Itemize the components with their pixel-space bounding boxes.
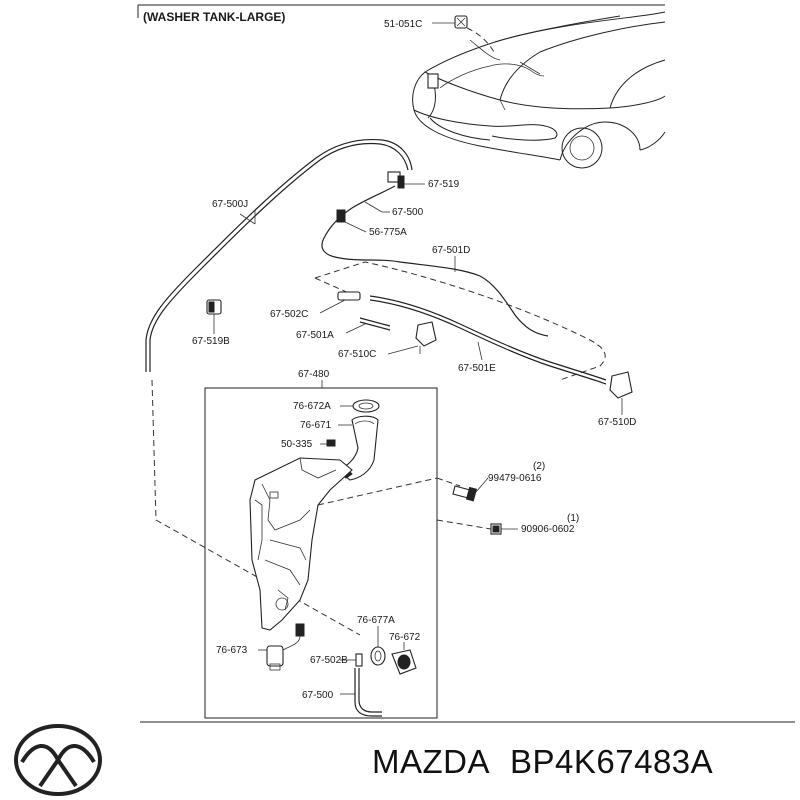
label-67-519: 67-519 bbox=[428, 179, 460, 190]
clip-67-519b bbox=[206, 299, 222, 334]
label-67-500j: 67-500J bbox=[212, 199, 248, 210]
ring-76-672a bbox=[352, 399, 380, 413]
nozzle-67-510c bbox=[387, 321, 437, 355]
nozzle-67-510d bbox=[609, 371, 633, 415]
label-76-673: 76-673 bbox=[216, 645, 248, 656]
label-67-501a: 67-501A bbox=[296, 330, 334, 341]
bolt-99479-0616 bbox=[452, 477, 489, 502]
label-67-501d: 67-501D bbox=[432, 245, 470, 256]
hood-dashed-outline bbox=[314, 261, 606, 381]
joint-67-519 bbox=[387, 171, 425, 189]
label-67-501e: 67-501E bbox=[458, 363, 496, 374]
pump-76-673 bbox=[258, 623, 305, 671]
nozzle-67-502c bbox=[337, 291, 361, 301]
part-number: BP4K67483A bbox=[510, 743, 713, 780]
label-51-051c: 51-051C bbox=[384, 19, 422, 30]
label-67-519b: 67-519B bbox=[192, 336, 230, 347]
label-76-671: 76-671 bbox=[300, 420, 332, 431]
label-67-502c: 67-502C bbox=[270, 309, 308, 320]
label-76-672: 76-672 bbox=[389, 632, 421, 643]
tank-box bbox=[204, 387, 438, 719]
hose-67-500-top bbox=[321, 185, 549, 337]
washer-tank-body bbox=[249, 457, 353, 631]
qty-90906-0602: (1) bbox=[567, 513, 579, 524]
label-99479-0616: 99479-0616 bbox=[488, 473, 542, 484]
cap-51-051c bbox=[432, 15, 495, 53]
label-67-510d: 67-510D bbox=[598, 417, 636, 428]
hose-67-501e bbox=[369, 295, 607, 381]
label-76-672a: 76-672A bbox=[293, 401, 331, 412]
label-67-500-bottom: 67-500 bbox=[302, 690, 334, 701]
joint-67-502b bbox=[355, 653, 363, 667]
hose-67-500j bbox=[149, 142, 409, 372]
clip-50-335 bbox=[326, 439, 336, 447]
clip-56-775a bbox=[336, 209, 367, 233]
label-90906-0602: 90906-0602 bbox=[521, 524, 575, 535]
label-67-480: 67-480 bbox=[298, 369, 330, 380]
car-illustration bbox=[412, 11, 666, 169]
qty-99479-0616: (2) bbox=[533, 461, 545, 472]
seal-76-672 bbox=[391, 642, 417, 675]
label-67-500-top: 67-500 bbox=[392, 207, 424, 218]
mazda-logo-icon bbox=[14, 724, 102, 796]
hose-67-500-bottom bbox=[358, 668, 382, 713]
diagram-title: (WASHER TANK-LARGE) bbox=[143, 10, 285, 24]
label-50-335: 50-335 bbox=[281, 439, 313, 450]
nut-90906-0602 bbox=[490, 523, 518, 535]
grommet-76-677a bbox=[370, 626, 386, 666]
label-56-775a: 56-775A bbox=[369, 227, 407, 238]
label-67-510c: 67-510C bbox=[338, 349, 376, 360]
label-67-502b: 67-502B bbox=[310, 655, 348, 666]
label-76-677a: 76-677A bbox=[357, 615, 395, 626]
brand-name: MAZDA bbox=[372, 743, 490, 780]
